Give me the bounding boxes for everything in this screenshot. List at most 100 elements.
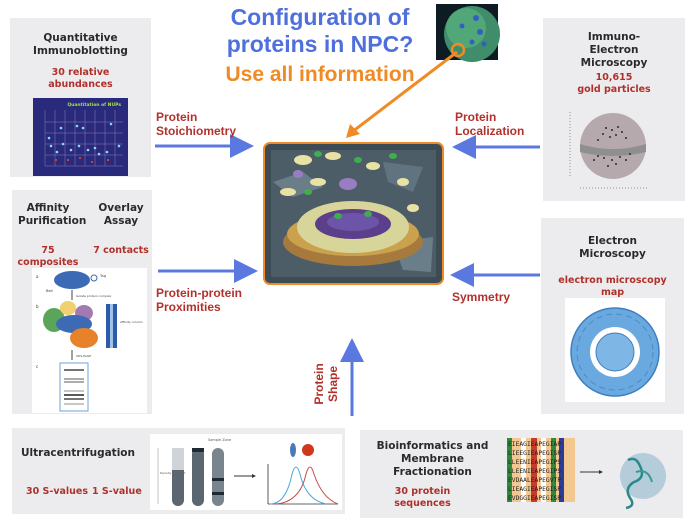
em-title-line2: Microscopy bbox=[579, 248, 646, 260]
panel-em: Electron Microscopy electron microscopy … bbox=[541, 218, 684, 414]
stoichiometry-label: Protein Stoichiometry bbox=[156, 110, 236, 138]
immuno-em-title-line2: Electron bbox=[589, 44, 639, 56]
alignment-row: EVDGGIEAPEGISP bbox=[508, 495, 561, 502]
panel-immunoblotting: Quantitative Immunoblotting 30 relative … bbox=[10, 18, 151, 177]
bioinformatics-title-line1: Bioinformatics and bbox=[376, 440, 489, 452]
alignment-row: EVDAALEAPEGVTP bbox=[508, 477, 561, 484]
sedimentation-curve-blue bbox=[269, 466, 327, 505]
fig-label-c: c bbox=[36, 364, 38, 369]
proximities-label-line1: Protein-protein bbox=[156, 286, 242, 300]
overlay-title-line2: Assay bbox=[103, 215, 139, 227]
centrifuge-tubes-figure: Sample Zone Density Gradient bbox=[150, 434, 342, 510]
immunoblotting-title-line1: Quantitative bbox=[43, 32, 118, 44]
ultracentrifugation-stat2: 1 S-value bbox=[92, 486, 142, 497]
immuno-em-stat-line1: 10,615 bbox=[595, 72, 633, 83]
alignment-row: LLEENIEAPEGIPS bbox=[508, 459, 561, 466]
em-title: Electron Microscopy bbox=[541, 235, 684, 261]
alignment-row: LIEAGIEAPEGISP bbox=[508, 486, 561, 493]
highlight-pore-circle bbox=[450, 42, 466, 58]
fig-label-a: a bbox=[36, 274, 39, 279]
immuno-em-stat-line2: gold particles bbox=[577, 84, 651, 95]
em-title-line1: Electron bbox=[587, 235, 637, 247]
panel-bioinformatics: Bioinformatics and Membrane Fractionatio… bbox=[360, 430, 683, 518]
sedimentation-curve-red bbox=[275, 466, 339, 505]
svg-text:Tag: Tag bbox=[99, 274, 106, 278]
symmetry-label: Symmetry bbox=[452, 290, 511, 304]
svg-text:Sample Zone: Sample Zone bbox=[208, 438, 231, 442]
em-stat-line1: electron microscopy bbox=[558, 275, 667, 286]
pore-disc bbox=[580, 113, 646, 179]
panel-affinity: Affinity Purification Overlay Assay 75 c… bbox=[12, 190, 152, 414]
sequence-alignment: EIEAGIEAPEGIAP LIEEGIEAPEGISP LLEENIEAPEGI… bbox=[507, 438, 575, 502]
protein-fold-sphere bbox=[620, 453, 666, 499]
overlay-stat: 7 contacts bbox=[93, 245, 149, 256]
gold-particle-map bbox=[569, 112, 648, 189]
svg-text:Isolate protein complex: Isolate protein complex bbox=[76, 294, 111, 298]
main-title: Configuration of proteins in NPC? bbox=[180, 4, 460, 58]
bioinformatics-title: Bioinformatics and Membrane Fractionatio… bbox=[370, 440, 495, 479]
elongated-particle bbox=[290, 443, 296, 457]
tube-3 bbox=[212, 448, 224, 506]
em-stat-line2: map bbox=[600, 287, 625, 298]
affinity-title: Affinity Purification bbox=[18, 202, 87, 228]
protein-3 bbox=[60, 301, 76, 315]
affinity-purification-figure: a Tag Bait Isolate protein complex b Aff… bbox=[32, 268, 147, 413]
bioinformatics-stat-line1: 30 protein bbox=[394, 486, 451, 497]
em-stat: electron microscopy map bbox=[541, 275, 684, 299]
proximities-label: Protein-protein Proximities bbox=[156, 286, 242, 314]
panel-ultracentrifugation: Ultracentrifugation 30 S-values 1 S-valu… bbox=[12, 428, 345, 514]
protein-structure-image bbox=[580, 453, 666, 510]
bioinformatics-stat-line2: sequences bbox=[394, 498, 451, 509]
bioinformatics-title-line2: Membrane bbox=[401, 453, 464, 465]
immunoblotting-title-line2: Immunoblotting bbox=[33, 45, 128, 57]
immunoblotting-stat-line1: 30 relative bbox=[51, 67, 110, 78]
protein-5 bbox=[70, 328, 98, 348]
proximities-label-line2: Proximities bbox=[156, 300, 221, 314]
nup-quantitation-chart: Quantitation of NUPs bbox=[33, 98, 128, 176]
svg-text:SDS-PAGE: SDS-PAGE bbox=[76, 354, 91, 358]
affinity-title-line1: Affinity bbox=[26, 202, 70, 214]
shape-label-line2: Shape bbox=[326, 366, 340, 403]
tag-icon bbox=[90, 274, 98, 282]
shape-label-line1: Protein bbox=[312, 363, 326, 405]
nup-chart-title: Quantitation of NUPs bbox=[67, 102, 121, 108]
ultracentrifugation-title: Ultracentrifugation bbox=[21, 447, 135, 459]
stoichiometry-label-line2: Stoichiometry bbox=[156, 124, 237, 138]
svg-text:Bait: Bait bbox=[46, 289, 54, 293]
alignment-row: LLEENIEAPEGIPS bbox=[508, 468, 561, 475]
alignment-row: LIEEGIEAPEGISP bbox=[508, 450, 561, 457]
shape-label: Protein Shape bbox=[312, 339, 340, 429]
nucleus-image bbox=[436, 4, 500, 62]
immuno-em-title: Immuno- Electron Microscopy bbox=[543, 31, 685, 70]
immuno-em-stat: 10,615 gold particles bbox=[543, 72, 685, 96]
main-title-line1: Configuration of bbox=[230, 4, 410, 30]
alignment-row: EIEAGIEAPEGIAP bbox=[508, 441, 561, 448]
immunoblotting-stat: 30 relative abundances bbox=[10, 67, 151, 91]
immuno-em-title-line1: Immuno- bbox=[587, 31, 641, 43]
sds-gel bbox=[59, 362, 89, 412]
svg-text:Affinity column: Affinity column bbox=[120, 320, 143, 324]
panel-immuno-em: Immuno- Electron Microscopy 10,615 gold … bbox=[543, 18, 685, 201]
localization-label-line1: Protein bbox=[455, 110, 497, 124]
stoichiometry-label-line1: Protein bbox=[156, 110, 198, 124]
npc-structure-image bbox=[263, 142, 444, 285]
subtitle: Use all information bbox=[225, 63, 415, 86]
immuno-em-title-line3: Microscopy bbox=[580, 57, 648, 69]
affinity-title-line2: Purification bbox=[18, 215, 87, 227]
immunoblotting-stat-line2: abundances bbox=[48, 79, 113, 90]
main-title-line2: proteins in NPC? bbox=[226, 31, 414, 57]
bioinformatics-stat: 30 protein sequences bbox=[370, 486, 475, 510]
bioinformatics-title-line3: Fractionation bbox=[393, 466, 472, 478]
tube-2 bbox=[192, 448, 204, 506]
bait-protein bbox=[54, 271, 90, 289]
localization-label: Protein Localization bbox=[455, 110, 524, 138]
fig-label-b: b bbox=[36, 304, 39, 309]
em-map-central-plug bbox=[595, 332, 635, 372]
overlay-title: Overlay Assay bbox=[92, 202, 150, 228]
spherical-particle bbox=[302, 444, 314, 456]
affinity-stat: 75 composites bbox=[17, 245, 79, 268]
immunoblotting-title: Quantitative Immunoblotting bbox=[10, 32, 151, 58]
ultracentrifugation-stat1: 30 S-values bbox=[26, 486, 89, 497]
